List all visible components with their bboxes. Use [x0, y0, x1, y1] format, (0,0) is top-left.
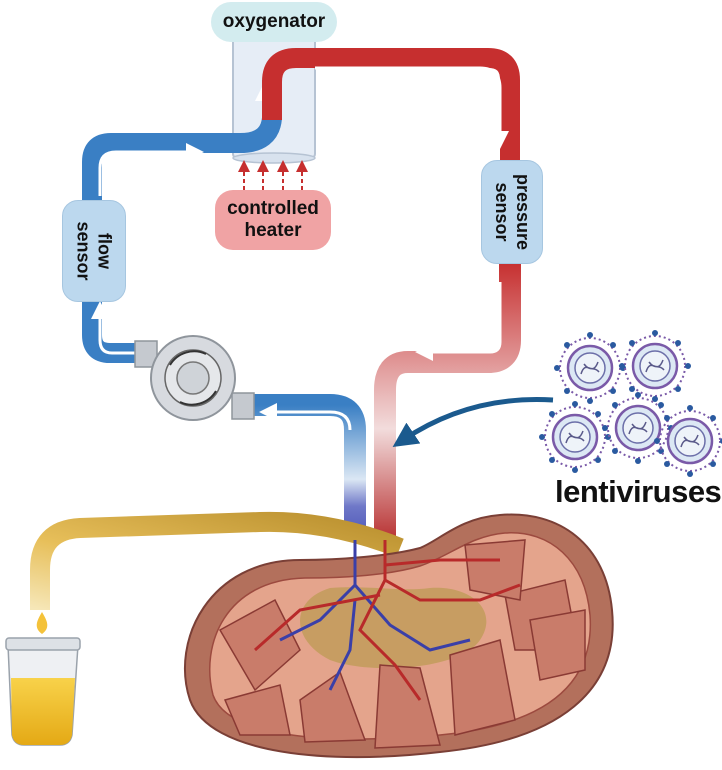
flow-sensor-label-line2: sensor	[74, 221, 94, 281]
pressure-sensor-box: pressure sensor	[481, 160, 543, 264]
flow-sensor-box: flow sensor	[62, 200, 126, 302]
peristaltic-pump-icon	[134, 335, 255, 421]
heater-arrows	[238, 160, 308, 190]
kidney-illustration	[184, 513, 614, 759]
venous-tubing	[82, 80, 366, 540]
ureter-tubing	[30, 511, 404, 610]
heater-label-line2: heater	[244, 220, 302, 241]
injection-arrow	[392, 397, 554, 447]
controlled-heater-box: controlled heater	[215, 190, 331, 250]
lentivirus-particle-icon	[552, 330, 628, 406]
heater-label-line1: controlled	[227, 198, 319, 219]
lentivirus-particle-icon	[652, 403, 722, 479]
pressure-sensor-label-line2: sensor	[492, 182, 513, 242]
lentivirus-particle-icon	[537, 399, 613, 475]
lentiviruses-label: lentiviruses	[555, 474, 722, 509]
urine-cup-icon	[5, 612, 81, 746]
flow-sensor-label-line1: flow	[95, 233, 115, 269]
pressure-sensor-label-line1: pressure	[513, 173, 534, 251]
arterial-tubing	[262, 48, 521, 540]
lentivirus-particle-icon	[617, 328, 693, 404]
oxygenator-label: oxygenator	[211, 2, 337, 42]
lentivirus-cluster	[537, 328, 722, 479]
oxygenator-label-text: oxygenator	[222, 11, 326, 32]
